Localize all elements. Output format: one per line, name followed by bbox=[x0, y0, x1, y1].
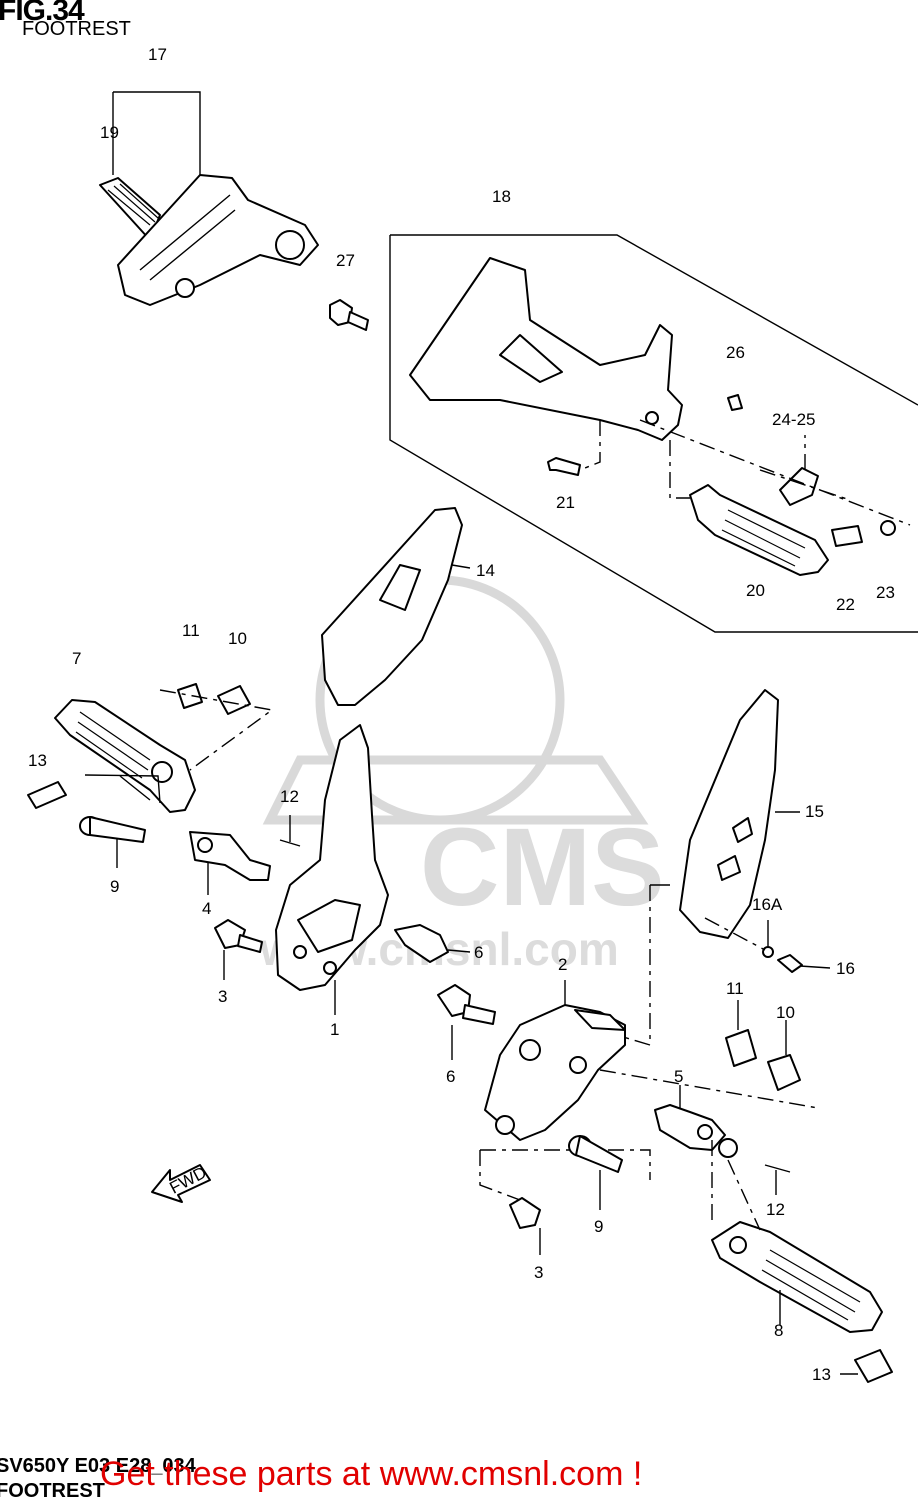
label-16: 16 bbox=[836, 959, 855, 978]
label-4: 4 bbox=[202, 899, 211, 918]
label-26: 26 bbox=[726, 343, 745, 362]
label-22: 22 bbox=[836, 595, 855, 614]
hanger-1 bbox=[275, 724, 389, 1015]
screw-3-lower bbox=[509, 1197, 541, 1255]
label-27: 27 bbox=[336, 251, 355, 270]
watermark-text: CMS bbox=[420, 806, 664, 929]
footpeg-8 bbox=[711, 1138, 883, 1333]
bolt-27 bbox=[329, 299, 369, 331]
screw-3-upper bbox=[214, 919, 263, 980]
hanger-2 bbox=[479, 980, 819, 1201]
label-5: 5 bbox=[674, 1067, 683, 1086]
pin-9-right bbox=[568, 1135, 623, 1210]
label-2: 2 bbox=[558, 955, 567, 974]
bolt-6-lower bbox=[437, 984, 496, 1060]
rear-footrest-assembly bbox=[99, 91, 319, 306]
label-10-left: 10 bbox=[228, 629, 247, 648]
footpeg-7 bbox=[54, 699, 196, 813]
fwd-direction-arrow: FWD bbox=[151, 1163, 211, 1203]
label-6-upper: 6 bbox=[474, 943, 483, 962]
clip-12-right bbox=[764, 1164, 791, 1195]
screw-13-right bbox=[854, 1349, 893, 1383]
label-13-right: 13 bbox=[812, 1365, 831, 1384]
screw-13-left bbox=[27, 781, 67, 809]
label-15: 15 bbox=[805, 802, 824, 821]
figure-title: FIG.34 bbox=[0, 0, 85, 27]
label-6-lower: 6 bbox=[446, 1067, 455, 1086]
heel-guard-15 bbox=[599, 689, 800, 1046]
figure-code-subtitle: FOOTREST bbox=[0, 1480, 105, 1502]
label-7: 7 bbox=[72, 649, 81, 668]
bolt-6-upper bbox=[394, 924, 471, 963]
label-12-left: 12 bbox=[280, 787, 299, 806]
pivot-4 bbox=[189, 831, 271, 895]
label-17: 17 bbox=[148, 45, 167, 64]
label-9-right: 9 bbox=[594, 1217, 603, 1236]
label-23: 23 bbox=[876, 583, 895, 602]
part-labels: 17 19 27 18 26 24-25 21 20 22 23 14 11 1… bbox=[28, 45, 895, 1384]
label-20: 20 bbox=[746, 581, 765, 600]
label-14: 14 bbox=[476, 561, 495, 580]
label-10-right: 10 bbox=[776, 1003, 795, 1022]
label-1: 1 bbox=[330, 1020, 339, 1039]
spring-pin-right bbox=[725, 1000, 801, 1091]
pin-9-left bbox=[79, 816, 146, 868]
figure-subtitle: FOOTREST bbox=[22, 18, 131, 40]
label-11-left: 11 bbox=[182, 621, 200, 640]
label-11-right: 11 bbox=[726, 979, 744, 998]
screw-16 bbox=[704, 917, 831, 973]
label-8: 8 bbox=[774, 1321, 783, 1340]
label-12-right: 12 bbox=[766, 1200, 785, 1219]
label-19: 19 bbox=[100, 123, 119, 142]
label-16A: 16A bbox=[752, 895, 783, 914]
clip-12-left bbox=[279, 815, 301, 847]
label-21: 21 bbox=[556, 493, 575, 512]
label-3-lower: 3 bbox=[534, 1263, 543, 1282]
pivot-5 bbox=[654, 1085, 726, 1151]
label-13-left: 13 bbox=[28, 751, 47, 770]
figure-code: SV650Y E03 E28_034 bbox=[0, 1455, 196, 1477]
label-24-25: 24-25 bbox=[772, 410, 815, 429]
spring-pin-left bbox=[159, 683, 274, 771]
label-3-upper: 3 bbox=[218, 987, 227, 1006]
assembly-18-box bbox=[389, 234, 918, 633]
parts-callout-link[interactable]: Get these parts at www.cmsnl.com ! bbox=[100, 1455, 643, 1493]
heel-guard-14 bbox=[321, 507, 471, 706]
label-18: 18 bbox=[492, 187, 511, 206]
label-9-left: 9 bbox=[110, 877, 119, 896]
fwd-label: FWD bbox=[166, 1163, 209, 1198]
